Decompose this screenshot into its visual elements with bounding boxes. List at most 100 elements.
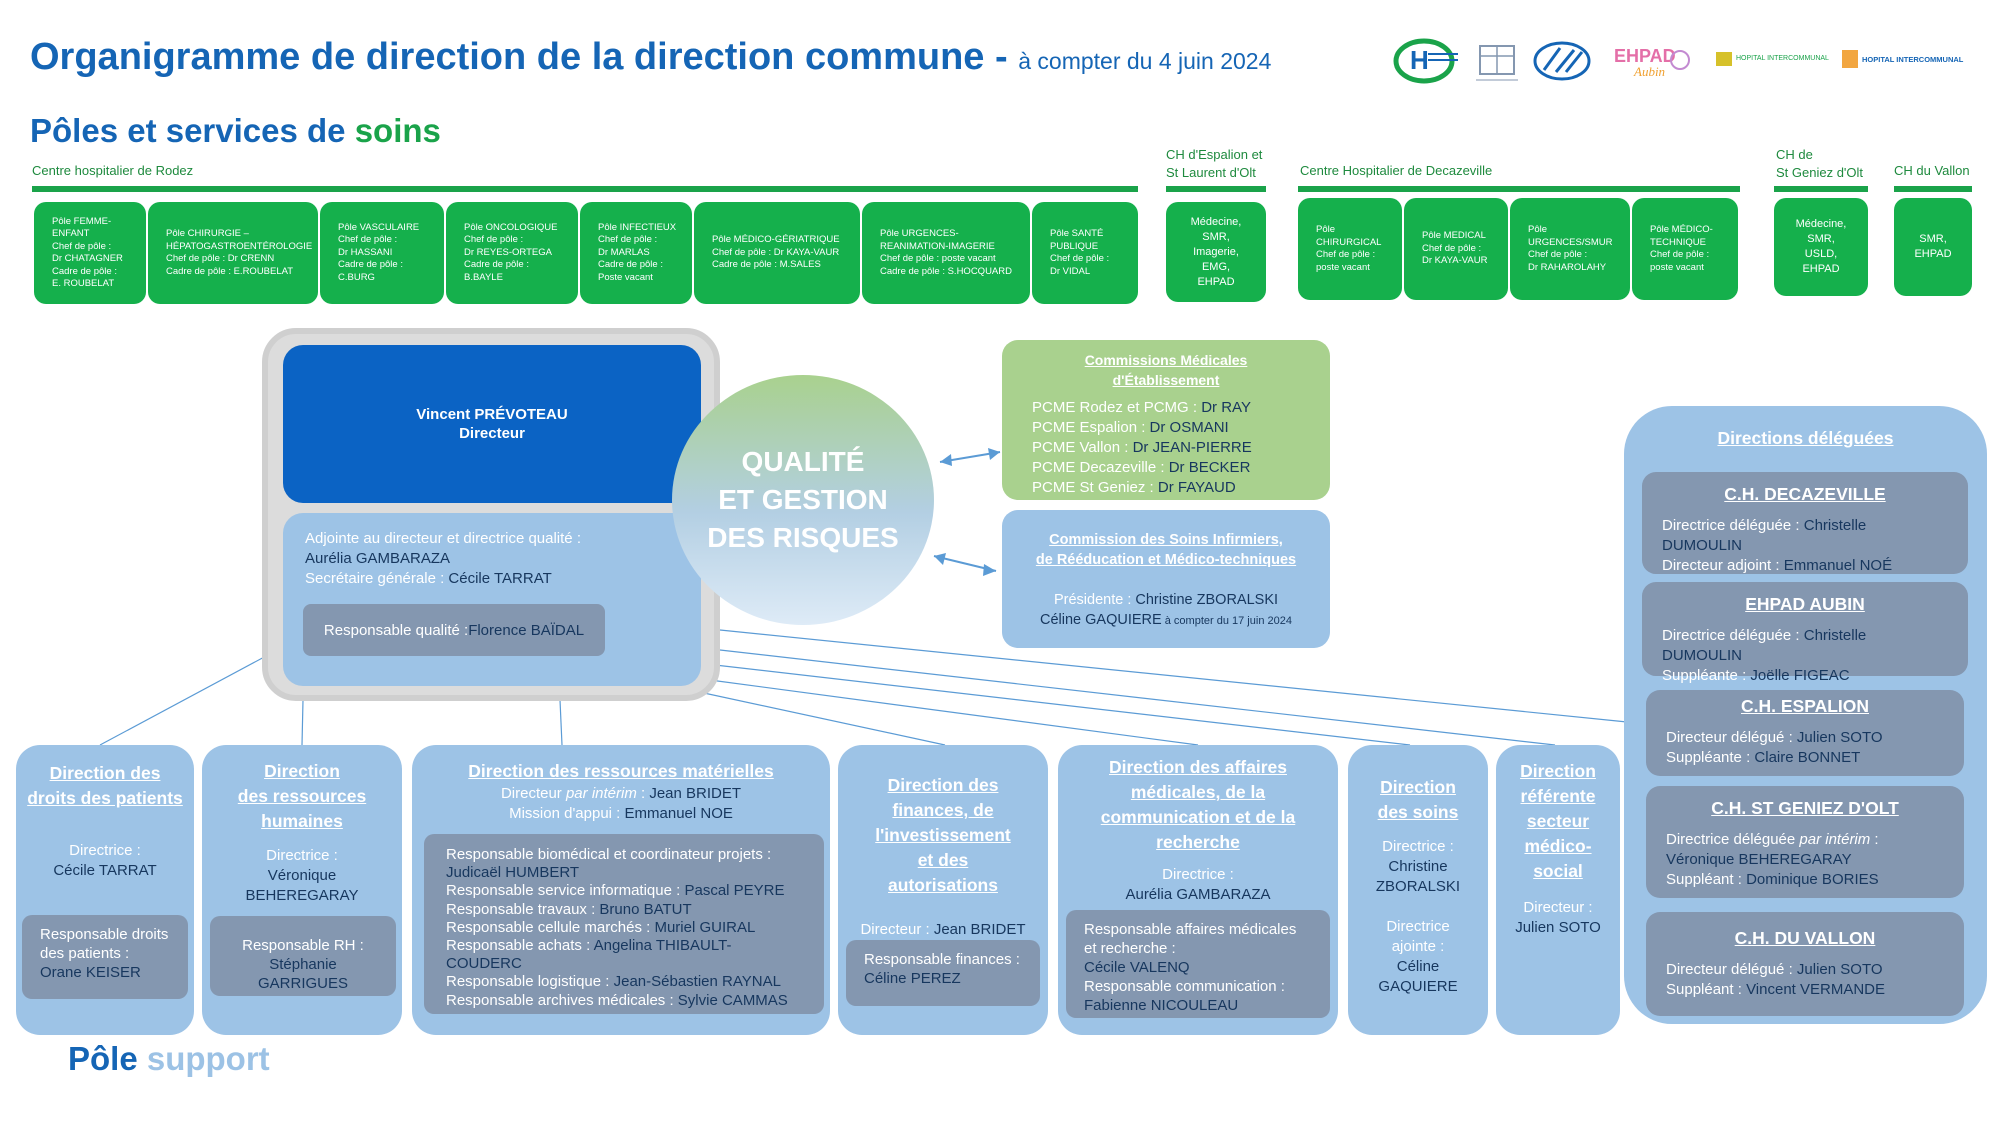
delegation-person: Véronique BEHEREGARAY (1666, 851, 1852, 868)
pole-line: Chef de pôle : (1650, 249, 1710, 260)
responsable-name: Muriel GUIRAL (654, 918, 756, 936)
aubin-logo-text: Aubin (1634, 64, 1666, 79)
direction-title: Direction des affaires (1109, 757, 1287, 777)
delegation-st-geniez[interactable]: C.H. ST GENIEZ D'OLT Directrice déléguée… (1646, 786, 1964, 898)
hopital-intercommunal-logo-2: HOPITAL INTERCOMMUNAL (1842, 48, 1963, 72)
arrowhead (988, 448, 1000, 460)
pole-line: Dr CHATAGNER (52, 253, 123, 264)
spacer (838, 898, 1048, 920)
pole-medical-decazeville[interactable]: Pôle MEDICAL Chef de pôle : Dr KAYA-VAUR (1404, 198, 1508, 300)
hospital-label-line: CH d'Espalion et (1166, 147, 1263, 162)
direction-title: finances, de (892, 800, 994, 820)
cme-box[interactable]: Commissions Médicales d'Établissement PC… (1002, 340, 1330, 500)
page-title: Organigramme de direction de la directio… (30, 36, 1271, 79)
csi-second: Céline GAQUIERE à compter du 17 juin 202… (1014, 610, 1318, 631)
arrowhead (940, 454, 952, 466)
pole-vallon[interactable]: SMR, EHPAD (1894, 198, 1972, 296)
responsable-label: Responsable biomédical et coordinateur p… (446, 846, 772, 863)
direction-title: autorisations (888, 875, 998, 895)
cme-row-name: Dr FAYAUD (1157, 479, 1236, 496)
pole-line: Pôle ONCOLOGIQUE (464, 221, 558, 233)
pole-support-word: support (146, 1040, 270, 1077)
pole-femme-enfant[interactable]: Pôle FEMME- ENFANT Chef de pôle : Dr CHA… (34, 202, 146, 304)
delegation-line: Suppléante : Claire BONNET (1666, 748, 1944, 768)
connector-deleguees (719, 629, 1628, 723)
pole-line: Pôle URGENCES- (880, 228, 959, 239)
pole-oncologique[interactable]: Pôle ONCOLOGIQUE Chef de pôle : Dr REYES… (446, 202, 578, 304)
direction-title: Direction des ressources matérielles (468, 761, 774, 781)
cme-row-label: PCME Vallon : (1032, 439, 1133, 456)
cme-title: Commissions Médicales d'Établissement (1084, 352, 1248, 388)
delegation-line: Directeur adjoint : Emmanuel NOÉ (1662, 556, 1948, 576)
responsable-finances-box[interactable]: Responsable finances : Céline PEREZ (846, 940, 1040, 1006)
direction-adjoint-name: GAQUIERE (1378, 978, 1458, 995)
arrowhead (983, 564, 996, 576)
csi-box[interactable]: Commission des Soins Infirmiers, de Rééd… (1002, 510, 1330, 648)
adjoint-box[interactable]: Adjointe au directeur et directrice qual… (283, 513, 701, 686)
responsable-qualite-box[interactable]: Responsable qualité : Florence BAÏDAL (303, 604, 605, 656)
delegation-label: Suppléant : (1666, 981, 1747, 998)
direction-title: recherche (1156, 832, 1240, 852)
pole-line: HÉPATOGASTROENTÉROLOGIE (166, 240, 313, 252)
direction-medico-social[interactable]: Direction référente secteur médico- soci… (1496, 745, 1620, 1035)
responsable-label: Responsable communication : (1084, 978, 1285, 995)
direction-title: Direction (1520, 761, 1596, 781)
delegation-decazeville[interactable]: C.H. DECAZEVILLE Directrice déléguée : C… (1642, 472, 1968, 574)
pole-line: Dr MARLAS (598, 246, 650, 258)
responsables-materielles-box[interactable]: Responsable biomédical et coordinateur p… (424, 834, 824, 1014)
direction-director-label: Directeur : (860, 921, 934, 938)
pole-infectieux[interactable]: Pôle INFECTIEUX Chef de pôle : Dr MARLAS… (580, 202, 692, 304)
pole-line: Pôle CHIRURGIE – (166, 228, 249, 239)
director-box[interactable]: Vincent PRÉVOTEAU Directeur (283, 345, 701, 503)
pole-vasculaire[interactable]: Pôle VASCULAIRE Chef de pôle : Dr HASSAN… (320, 202, 444, 304)
direction-title: médicales, de la (1130, 782, 1266, 802)
direction-director-name: ZBORALSKI (1375, 878, 1461, 895)
csi-president: Présidente : Christine ZBORALSKI (1014, 590, 1318, 610)
delegation-label: Suppléante : (1666, 749, 1755, 766)
pole-urgences[interactable]: Pôle URGENCES- REANIMATION-IMAGERIE Chef… (862, 202, 1030, 304)
direction-director-name: Julien SOTO (1515, 919, 1601, 936)
responsables-affaires-box[interactable]: Responsable affaires médicales et recher… (1066, 910, 1330, 1018)
pole-medico-geriatrique[interactable]: Pôle MÉDICO-GÉRIATRIQUE Chef de pôle : D… (694, 202, 860, 304)
pole-st-geniez[interactable]: Médecine, SMR, USLD, EHPAD (1774, 198, 1868, 296)
direction-director-line: Directeur : Jean BRIDET (838, 920, 1048, 940)
pole-medico-technique-decazeville[interactable]: Pôle MÉDICO- TECHNIQUE Chef de pôle : po… (1632, 198, 1738, 300)
csi-second-name: Céline GAQUIERE (1040, 612, 1162, 628)
pole-line: B.BAYLE (464, 271, 503, 283)
pole-line: REANIMATION-IMAGERIE (880, 240, 995, 252)
pole-line: EHPAD (1802, 263, 1840, 275)
svg-text:H: H (1410, 45, 1429, 75)
qualite-circle[interactable]: QUALITÉ ET GESTION DES RISQUES (672, 375, 934, 625)
delegation-person: Vincent VERMANDE (1746, 981, 1886, 998)
direction-title: droits des patients (27, 788, 183, 808)
responsable-droits-patients-box[interactable]: Responsable droits des patients : Orane … (22, 915, 188, 999)
delegation-person: Julien SOTO (1796, 961, 1883, 978)
pole-sante-publique[interactable]: Pôle SANTÉ PUBLIQUE Chef de pôle : Dr VI… (1032, 202, 1138, 304)
director-name: Vincent PRÉVOTEAU (416, 406, 568, 423)
delegation-vallon[interactable]: C.H. DU VALLON Directeur délégué : Julie… (1646, 912, 1964, 1016)
responsable-label: Responsable archives médicales : (446, 991, 678, 1009)
pole-line: PUBLIQUE (1050, 240, 1099, 252)
qualite-line: ET GESTION (718, 484, 888, 515)
director-role: Directeur (459, 425, 525, 442)
pole-line: Dr KAYA-VAUR (1422, 255, 1488, 267)
pole-chirurgical-decazeville[interactable]: Pôle CHIRURGICAL Chef de pôle : poste va… (1298, 198, 1402, 300)
direction-title: et des (917, 850, 969, 870)
delegation-ehpad-aubin[interactable]: EHPAD AUBIN Directrice déléguée : Christ… (1642, 582, 1968, 684)
pole-chirurgie[interactable]: Pôle CHIRURGIE – HÉPATOGASTROENTÉROLOGIE… (148, 202, 318, 304)
direction-soins[interactable]: Direction des soins Directrice : Christi… (1348, 745, 1488, 1035)
csi-president-name: Christine ZBORALSKI (1135, 592, 1279, 608)
csi-title: Commission des Soins Infirmiers, (1049, 532, 1283, 548)
responsable-name: Cécile VALENQ (1084, 959, 1190, 976)
delegation-person: Christelle DUMOULIN (1662, 627, 1867, 664)
cme-row-name: Dr JEAN-PIERRE (1132, 439, 1252, 456)
responsable-label: Responsable service informatique : (446, 882, 685, 900)
pole-urgences-decazeville[interactable]: Pôle URGENCES/SMUR Chef de pôle : Dr RAH… (1510, 198, 1630, 300)
responsable-row: Responsable logistique : Jean-Sébastien … (446, 973, 802, 991)
pole-espalion[interactable]: Médecine, SMR, Imagerie, EMG, EHPAD (1166, 202, 1266, 302)
hospital-line-rodez (32, 186, 1138, 192)
pole-line: EHPAD (1197, 275, 1235, 288)
delegation-espalion[interactable]: C.H. ESPALION Directeur délégué : Julien… (1646, 690, 1964, 776)
secretaire-label: Secrétaire générale : (305, 570, 449, 587)
responsable-rh-box[interactable]: Responsable RH : Stéphanie GARRIGUES (210, 916, 396, 996)
